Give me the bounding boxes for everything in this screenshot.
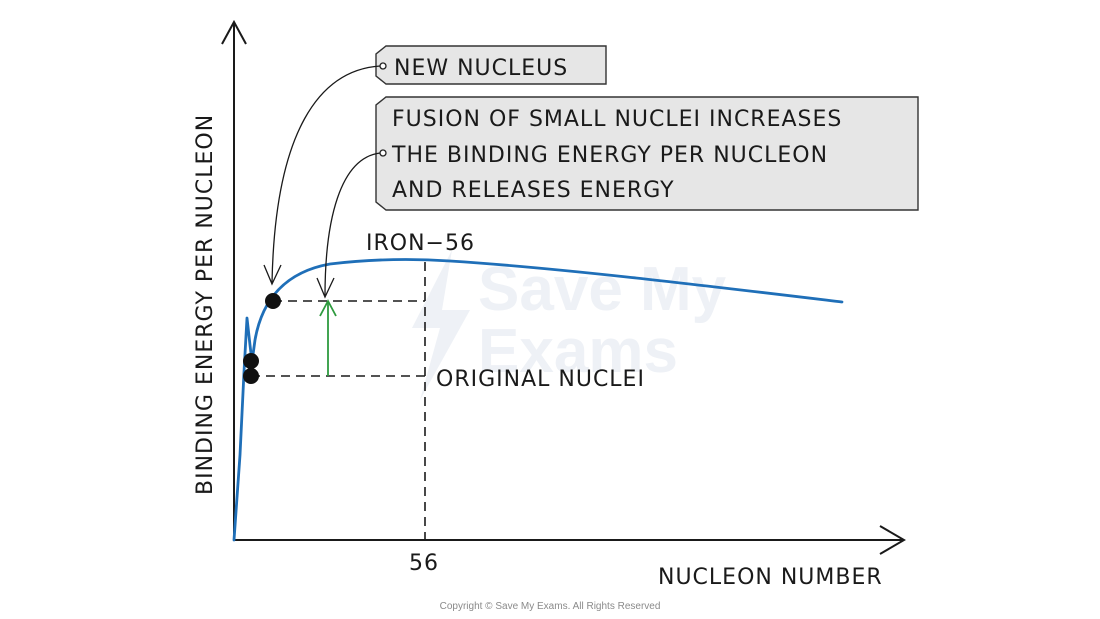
original-nucleus-dot-1 [243, 353, 259, 369]
copyright-text: Copyright © Save My Exams. All Rights Re… [440, 601, 661, 612]
watermark: Save My Exams [412, 250, 727, 400]
fusion-text-line-3: AND RELEASES ENERGY [392, 178, 675, 203]
energy-increase-arrow [319, 299, 337, 376]
original-nucleus-dot-2 [243, 368, 259, 384]
fusion-pin-icon [379, 149, 387, 157]
watermark-bolt-icon [412, 250, 470, 400]
binding-energy-curve [232, 258, 844, 542]
callout-leaders [263, 65, 381, 299]
new-nucleus-callout-box [375, 45, 607, 85]
original-nuclei-label: ORIGINAL NUCLEI [436, 367, 645, 392]
guide-lines [251, 262, 426, 540]
iron-56-label: IRON−56 [366, 231, 475, 256]
fusion-arrowhead-icon [316, 277, 335, 299]
y-axis-arrowhead-icon [221, 19, 247, 45]
new-nucleus-arrowhead-icon [263, 264, 282, 286]
nuclei-points [243, 293, 281, 384]
fusion-leader-arrow [324, 152, 381, 297]
x-tick-56: 56 [409, 551, 439, 576]
new-nucleus-dot [265, 293, 281, 309]
new-nucleus-pin-icon [379, 62, 387, 70]
new-nucleus-callout: NEW NUCLEUS [375, 45, 607, 85]
y-axis-label: BINDING ENERGY PER NUCLEON [193, 114, 218, 495]
new-nucleus-leader-arrow [271, 65, 381, 284]
x-axis-arrowhead-icon [879, 525, 906, 555]
fusion-text-line-2: THE BINDING ENERGY PER NUCLEON [391, 143, 828, 168]
fusion-callout: FUSION OF SMALL NUCLEI INCREASES THE BIN… [375, 96, 919, 211]
new-nucleus-text: NEW NUCLEUS [394, 56, 568, 81]
fusion-callout-box [375, 96, 919, 211]
fusion-text-line-1: FUSION OF SMALL NUCLEI INCREASES [392, 107, 842, 132]
x-axis-label: NUCLEON NUMBER [658, 565, 883, 590]
watermark-line2: Exams [478, 317, 678, 386]
axes [221, 19, 906, 555]
